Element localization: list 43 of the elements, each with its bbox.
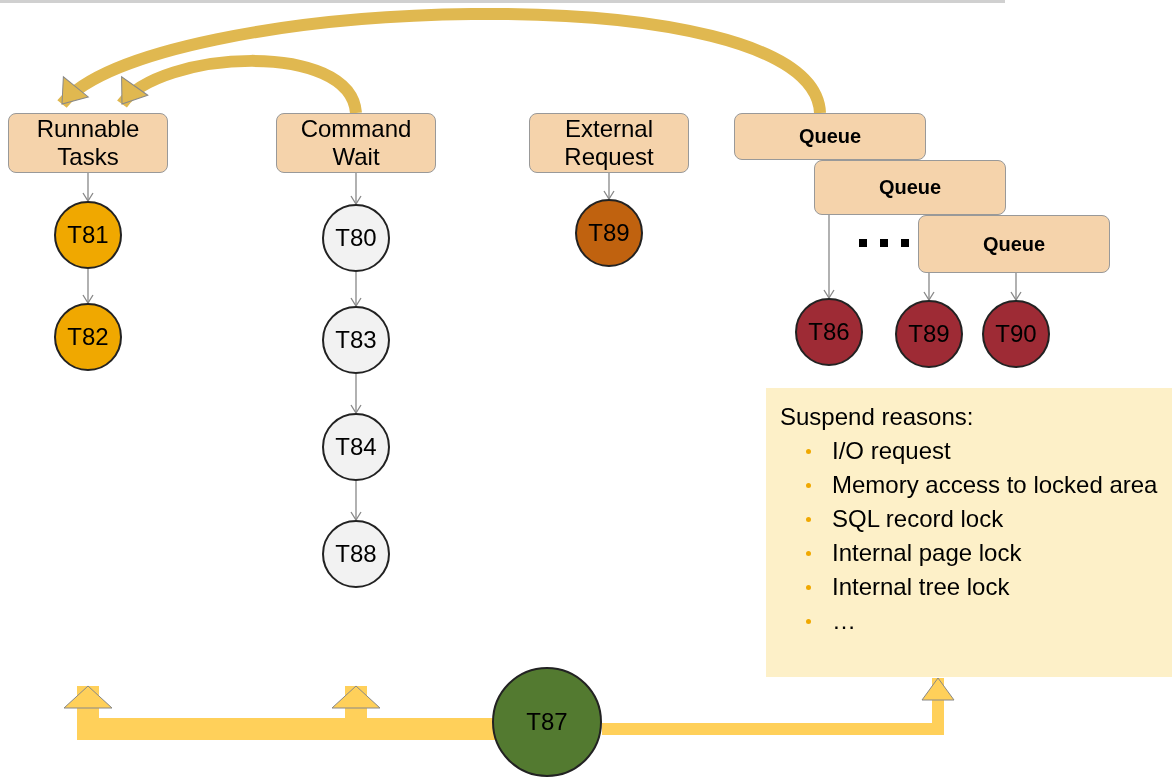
bullet-item: I/O request bbox=[832, 437, 951, 464]
arrow bbox=[82, 268, 94, 304]
bullet-item: Internal tree lock bbox=[832, 573, 1010, 600]
arrow bbox=[923, 272, 935, 301]
box-label: Queue bbox=[798, 125, 862, 148]
process-box bbox=[529, 113, 689, 173]
task-label: T89 bbox=[908, 320, 950, 348]
task-label: T89 bbox=[588, 219, 630, 247]
box-label: Queue bbox=[982, 232, 1046, 256]
task-label: T84 bbox=[335, 433, 377, 461]
task-label: T88 bbox=[335, 540, 377, 568]
arrow bbox=[603, 172, 615, 200]
arrow bbox=[823, 214, 835, 299]
task-label: T86 bbox=[808, 318, 850, 346]
task-label: T81 bbox=[67, 221, 109, 249]
block-arrow bbox=[602, 677, 955, 735]
queue-box bbox=[814, 160, 1006, 215]
task-label: T82 bbox=[67, 323, 109, 351]
box-label: Runnable Tasks bbox=[35, 115, 141, 171]
bullet-item: Memory access to locked area bbox=[832, 471, 1158, 498]
block-arrow bbox=[117, 54, 362, 115]
bullet-item: … bbox=[832, 607, 856, 634]
process-box bbox=[276, 113, 436, 173]
arrow bbox=[350, 373, 362, 414]
arrow bbox=[1010, 272, 1022, 301]
box-label: External Request bbox=[563, 115, 655, 171]
arrow bbox=[350, 172, 362, 205]
task-label: T87 bbox=[526, 708, 568, 736]
task-label: T83 bbox=[335, 326, 377, 354]
queue-box bbox=[918, 215, 1110, 273]
box-label: Command Wait bbox=[299, 115, 413, 171]
note-heading: Suspend reasons: bbox=[780, 402, 975, 432]
arrow bbox=[350, 271, 362, 307]
process-box bbox=[8, 113, 168, 173]
bullet-item: SQL record lock bbox=[832, 505, 1004, 532]
note-box bbox=[766, 388, 1172, 677]
task-label: T90 bbox=[995, 320, 1037, 348]
task-label: T80 bbox=[335, 224, 377, 252]
arrow bbox=[82, 172, 94, 202]
box-label: Queue bbox=[878, 176, 942, 199]
queue-box bbox=[734, 113, 926, 160]
bullet-item: Internal page lock bbox=[832, 539, 1022, 566]
arrow bbox=[350, 480, 362, 521]
